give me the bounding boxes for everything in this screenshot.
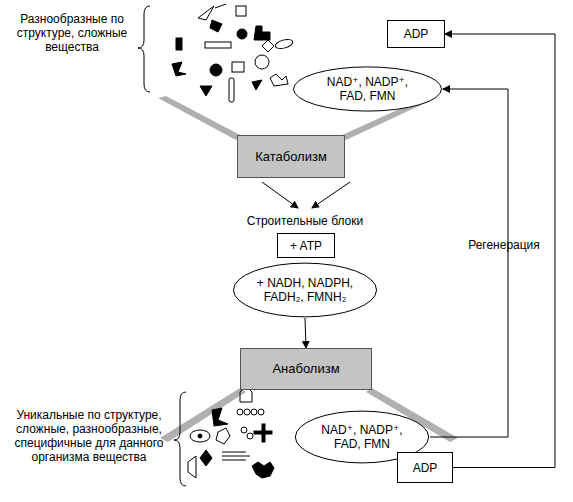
curly-bracket [174,392,186,486]
node-text: ADP [398,27,435,41]
node-text: NAD⁺, NADP⁺, FAD, FMN [306,75,429,103]
cofactor-box: ADP [387,20,445,48]
node-text: Анаболизм [266,362,345,376]
flow-connector [445,34,555,468]
curly-bracket [138,6,150,92]
node-text: + NADH, NADPH, FADH₂, FMNH₂ [246,276,364,304]
node-text: NAD⁺, NADP⁺, FAD, FMN [308,423,416,451]
process-box: Катаболизм [237,135,345,178]
energy-box: + ATP [277,233,335,258]
node-text: Катаболизм [249,150,333,164]
cofactor-ellipse: NAD⁺, NADP⁺, FAD, FMN [292,66,443,112]
cofactor-ellipse: + NADH, NADPH, FADH₂, FMNH₂ [232,262,378,318]
substance-shapes [188,386,274,478]
substance-note: Уникальные по структуре, сложные, разноо… [0,408,178,464]
process-box: Анаболизм [240,348,372,390]
cofactor-box: ADP [397,452,453,483]
flow-arrow [312,182,350,208]
node-text: + ATP [284,239,328,253]
node-text: ADP [407,461,444,475]
stage-label: Строительные блоки [240,214,370,228]
substance-shapes [172,4,294,102]
substance-note: Разнообразные по структуре, сложные веще… [2,12,142,54]
cycle-label: Регенерация [456,238,552,252]
flow-connector [305,318,306,348]
funnel-wall [158,96,242,140]
flow-connector [430,89,508,437]
funnel-wall [160,388,246,442]
flow-arrow [262,182,298,208]
